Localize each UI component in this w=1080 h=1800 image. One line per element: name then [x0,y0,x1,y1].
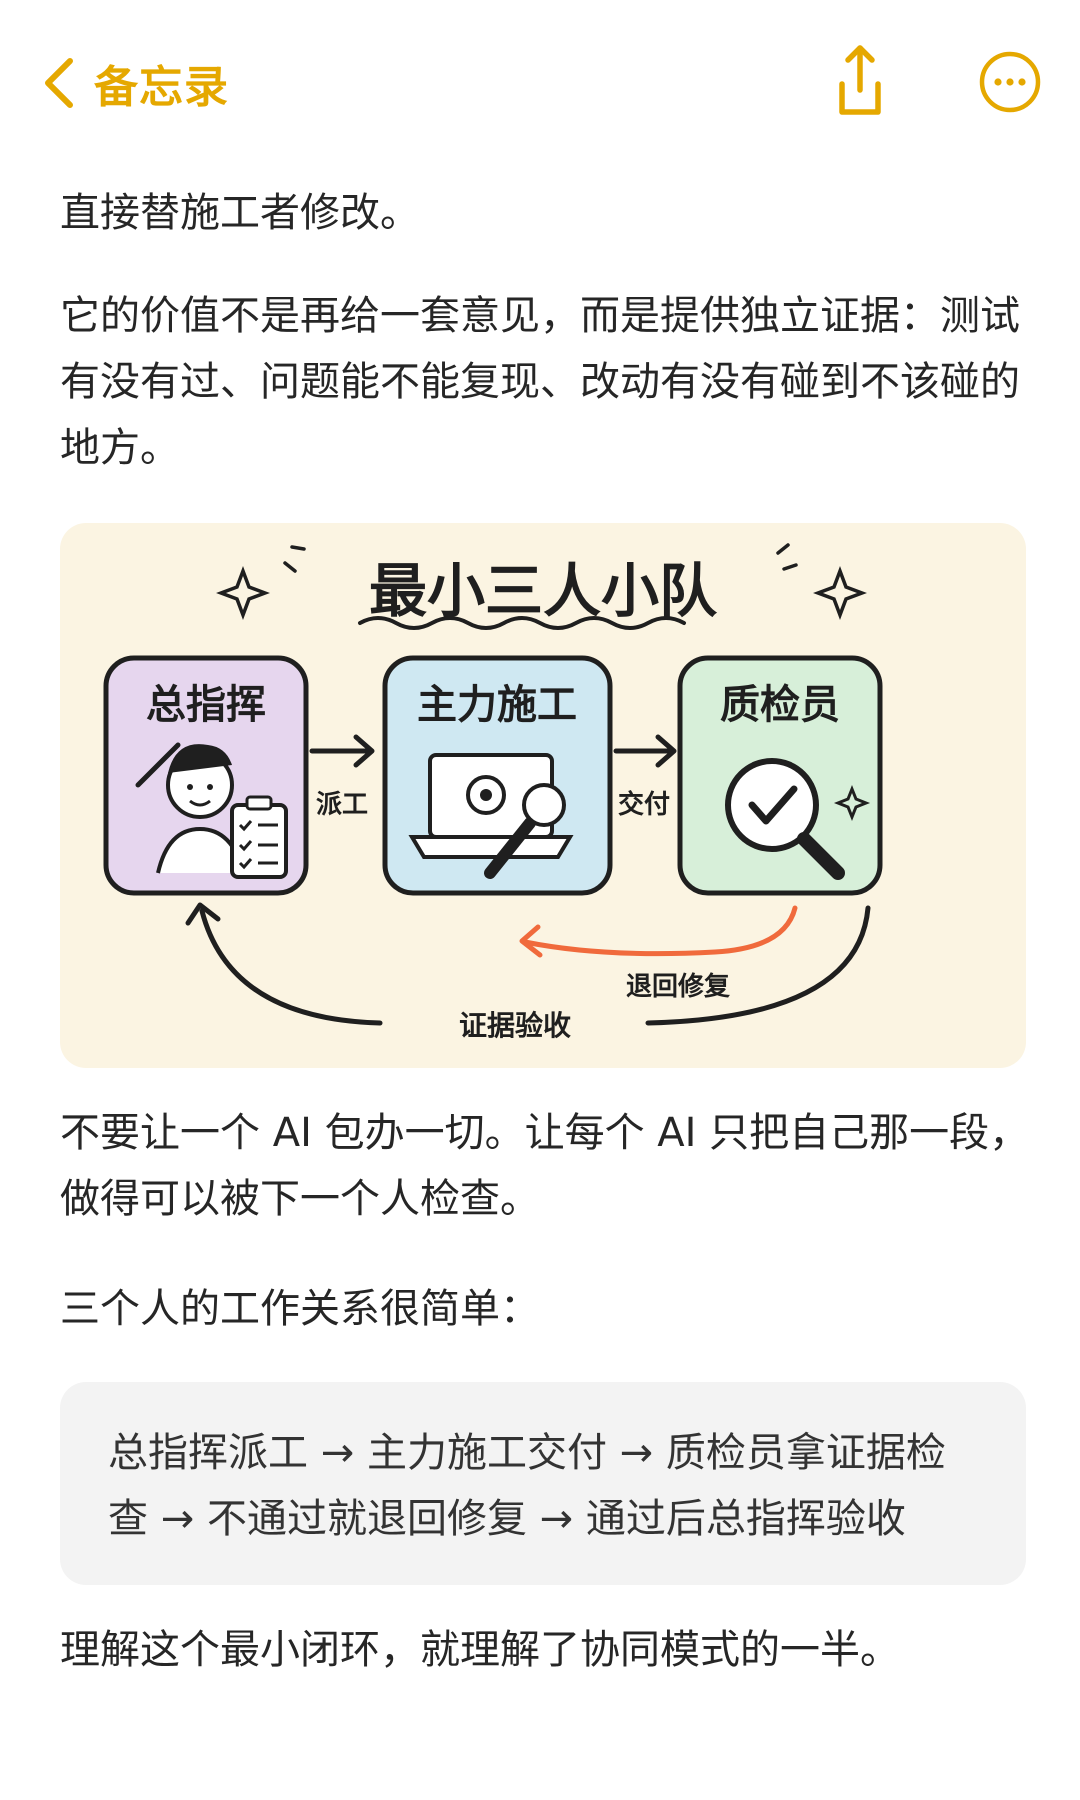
diagram-title: 最小三人小队 [369,557,718,625]
team-diagram-image: 最小三人小队 总指挥 主力施工 [60,523,1026,1068]
return-fix-arrow [519,905,798,958]
laptop-wrench-icon [408,753,574,879]
commander-label: 总指挥 [146,682,266,728]
clipboard-icon [230,795,288,879]
note-paragraph: 它的价值不是再给一套意见，而是提供独立证据：测试有没有过、问题能不能复现、改动有… [60,293,1020,471]
share-icon[interactable] [820,40,890,120]
more-icon[interactable] [978,50,1042,114]
workflow-block: 总指挥派工 → 主力施工交付 → 质检员拿证据检查 → 不通过就退回修复 → 通… [60,1382,1026,1585]
return-fix-label: 退回修复 [626,971,731,1002]
spark-strokes [283,543,798,573]
note-paragraph: 理解这个最小闭环，就理解了协同模式的一半。 [60,1627,900,1673]
back-button[interactable]: 备忘录 [40,48,229,118]
title-underline [358,616,686,630]
navigation-bar: 备忘录 [0,0,1080,170]
workflow-text: 总指挥派工 → 主力施工交付 → 质检员拿证据检查 → 不通过就退回修复 → 通… [108,1430,946,1542]
builder-label: 主力施工 [417,682,577,728]
deliver-arrow [613,734,677,768]
accept-label: 证据验收 [459,1009,571,1042]
dispatch-label: 派工 [316,790,368,820]
deliver-label: 交付 [618,789,670,820]
note-paragraph: 不要让一个 AI 包办一切。让每个 AI 只把自己那一段，做得可以被下一个人检查… [60,1110,1030,1222]
magnifier-check-icon [725,758,871,880]
inspector-label: 质检员 [720,682,840,728]
chevron-left-icon [45,58,73,108]
sparkle-icon [813,566,867,620]
commander-person-icon [135,742,246,874]
back-label: 备忘录 [94,62,229,113]
note-paragraph: 三个人的工作关系很简单： [60,1286,540,1332]
note-paragraph: 直接替施工者修改。 [60,190,420,236]
dispatch-arrow [309,734,375,768]
sparkle-icon [216,566,270,620]
accept-arrow [185,902,871,1026]
